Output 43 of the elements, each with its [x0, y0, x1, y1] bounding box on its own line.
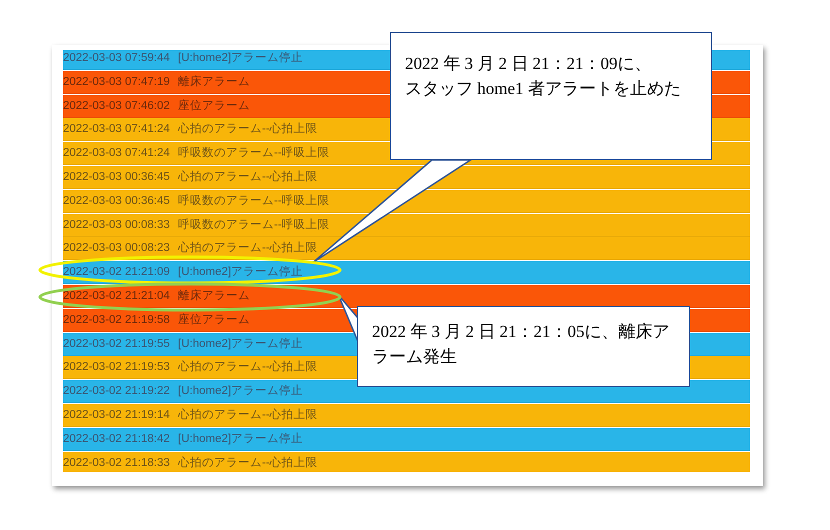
- event-text: [U:home2]アラーム停止: [178, 384, 304, 398]
- callout-text: 2022 年 3 月 2 日 21：21：05に、離床アラーム発生: [372, 321, 670, 368]
- event-text: 心拍のアラーム--心拍上限: [178, 456, 318, 470]
- timestamp-text: 2022-03-03 00:08:23: [63, 241, 170, 256]
- event-text: 離床アラーム: [178, 74, 250, 89]
- event-text: [U:home2]アラーム停止: [178, 336, 304, 351]
- event-text: [U:home2]アラーム停止: [178, 432, 304, 446]
- event-text: 座位アラーム: [178, 98, 250, 113]
- timestamp-text: 2022-03-03 07:41:24: [63, 122, 170, 136]
- event-text: 心拍のアラーム--心拍上限: [178, 408, 318, 422]
- callout-text: 2022 年 3 月 2 日 21：21：09に、: [405, 53, 652, 75]
- timestamp-text: 2022-03-03 00:08:33: [63, 218, 170, 232]
- event-text: 心拍のアラーム--心拍上限: [178, 170, 318, 184]
- event-text: 心拍のアラーム--心拍上限: [178, 122, 318, 136]
- timestamp-text: 2022-03-02 21:21:04: [63, 289, 170, 303]
- timestamp-text: 2022-03-02 21:19:14: [63, 408, 170, 422]
- event-text: 心拍のアラーム--心拍上限: [178, 360, 318, 374]
- timestamp-text: 2022-03-02 21:19:55: [63, 336, 170, 351]
- event-text: 呼吸数のアラーム--呼吸上限: [178, 146, 330, 160]
- timestamp-text: 2022-03-02 21:19:22: [63, 384, 170, 398]
- timestamp-text: 2022-03-02 21:21:09: [63, 265, 170, 280]
- event-text: 心拍のアラーム--心拍上限: [178, 241, 318, 256]
- timestamp-text: 2022-03-02 21:19:58: [63, 312, 170, 327]
- timestamp-text: 2022-03-02 21:18:42: [63, 432, 170, 446]
- timestamp-text: 2022-03-03 07:46:02: [63, 98, 170, 113]
- timestamp-text: 2022-03-03 00:36:45: [63, 170, 170, 184]
- callout-box: [357, 306, 690, 387]
- timestamp-text: 2022-03-03 07:41:24: [63, 146, 170, 160]
- event-text: 呼吸数のアラーム--呼吸上限: [178, 194, 330, 208]
- event-text: 座位アラーム: [178, 312, 250, 327]
- event-text: [U:home2]アラーム停止: [178, 51, 304, 65]
- event-text: 離床アラーム: [178, 289, 250, 303]
- timestamp-text: 2022-03-02 21:19:53: [63, 360, 170, 374]
- callout-text: スタッフ home1 者アラートを止めた: [405, 78, 682, 100]
- event-text: [U:home2]アラーム停止: [178, 265, 304, 280]
- highlight-ellipse: [38, 282, 342, 312]
- highlight-ellipse: [38, 256, 342, 284]
- callout-pointer: [312, 159, 474, 264]
- timestamp-text: 2022-03-03 07:47:19: [63, 74, 170, 89]
- timestamp-text: 2022-03-03 07:59:44: [63, 51, 170, 65]
- timestamp-text: 2022-03-03 00:36:45: [63, 194, 170, 208]
- timestamp-text: 2022-03-02 21:18:33: [63, 456, 170, 470]
- event-text: 呼吸数のアラーム--呼吸上限: [178, 218, 330, 232]
